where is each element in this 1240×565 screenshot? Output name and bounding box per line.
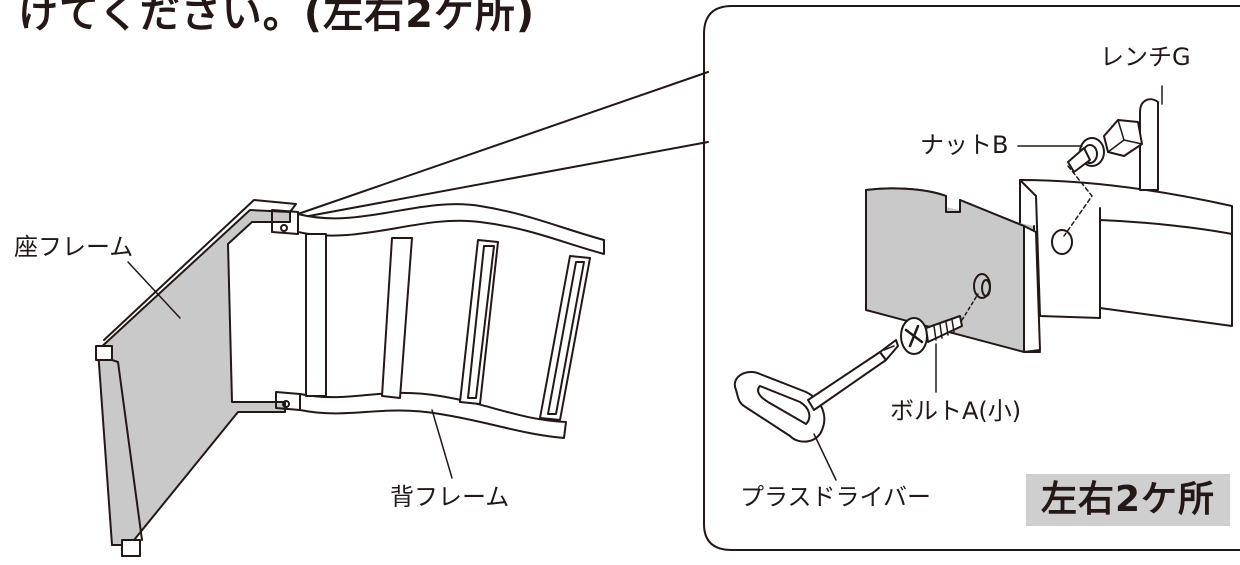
detail-back-rail [1019, 179, 1233, 327]
bolt-axis-guide [961, 293, 979, 321]
both-sides-badge: 左右2ケ所 [1026, 474, 1230, 526]
screwdriver-shaft [807, 351, 887, 411]
seat-frame-bottom-foot [121, 539, 141, 557]
bolt-label: ボルトA(小) [890, 397, 1022, 425]
detail-bolt [900, 293, 979, 393]
back-slat-4-inner [547, 261, 585, 415]
detail-panel [703, 5, 1240, 551]
joint-screw-lower [282, 400, 290, 408]
nut-label: ナットB [920, 131, 1009, 159]
chair-frame [95, 199, 605, 557]
joint-screw-upper [280, 224, 288, 232]
seat-frame-inner-rim [111, 359, 143, 541]
wrench-label: レンチG [1100, 43, 1191, 71]
detail-back-rail-groove [1099, 207, 1233, 309]
back-slat-2 [381, 237, 413, 399]
seat-frame-label: 座フレーム [14, 233, 134, 261]
back-frame-label: 背フレーム [390, 483, 510, 511]
seat-frame-leader [127, 261, 181, 319]
back-slat-3 [459, 239, 499, 405]
bolt-cross [904, 324, 924, 348]
detail-seat-hole-inner [981, 279, 991, 297]
screwdriver-leader [813, 433, 837, 481]
detail-view [733, 85, 1233, 481]
screwdriver-label: プラスドライバー [740, 483, 932, 511]
screwdriver-handle-inner [757, 385, 811, 425]
bolt-thread [933, 319, 955, 341]
page-heading: けてください。(左右2ケ所) [18, 0, 536, 37]
joint-plate-upper [271, 209, 299, 235]
back-slat-1 [305, 233, 327, 397]
detail-seat-end-body [865, 187, 1025, 353]
detail-rail-hole [1051, 229, 1073, 255]
detail-screwdriver [733, 339, 899, 481]
back-frame-top-rail [297, 203, 605, 255]
detail-wrench [1103, 85, 1163, 191]
detail-nut [1017, 137, 1105, 237]
nut-shank [1067, 147, 1091, 173]
wrench-shaft [1139, 98, 1159, 191]
back-frame-leader [431, 409, 453, 479]
screwdriver-tip [879, 339, 899, 361]
wrench-tip-hex [1107, 119, 1143, 153]
seat-frame-top-edge [103, 199, 297, 341]
back-slat-3-inner [467, 245, 495, 399]
screwdriver-handle [733, 371, 826, 443]
back-slat-4 [539, 255, 591, 421]
detail-seat-end-side [1023, 225, 1041, 353]
nut-guide [1063, 165, 1093, 237]
screwdriver-tip-groove [883, 345, 895, 351]
callout-lines [297, 71, 709, 219]
seat-frame-edge [95, 345, 113, 361]
